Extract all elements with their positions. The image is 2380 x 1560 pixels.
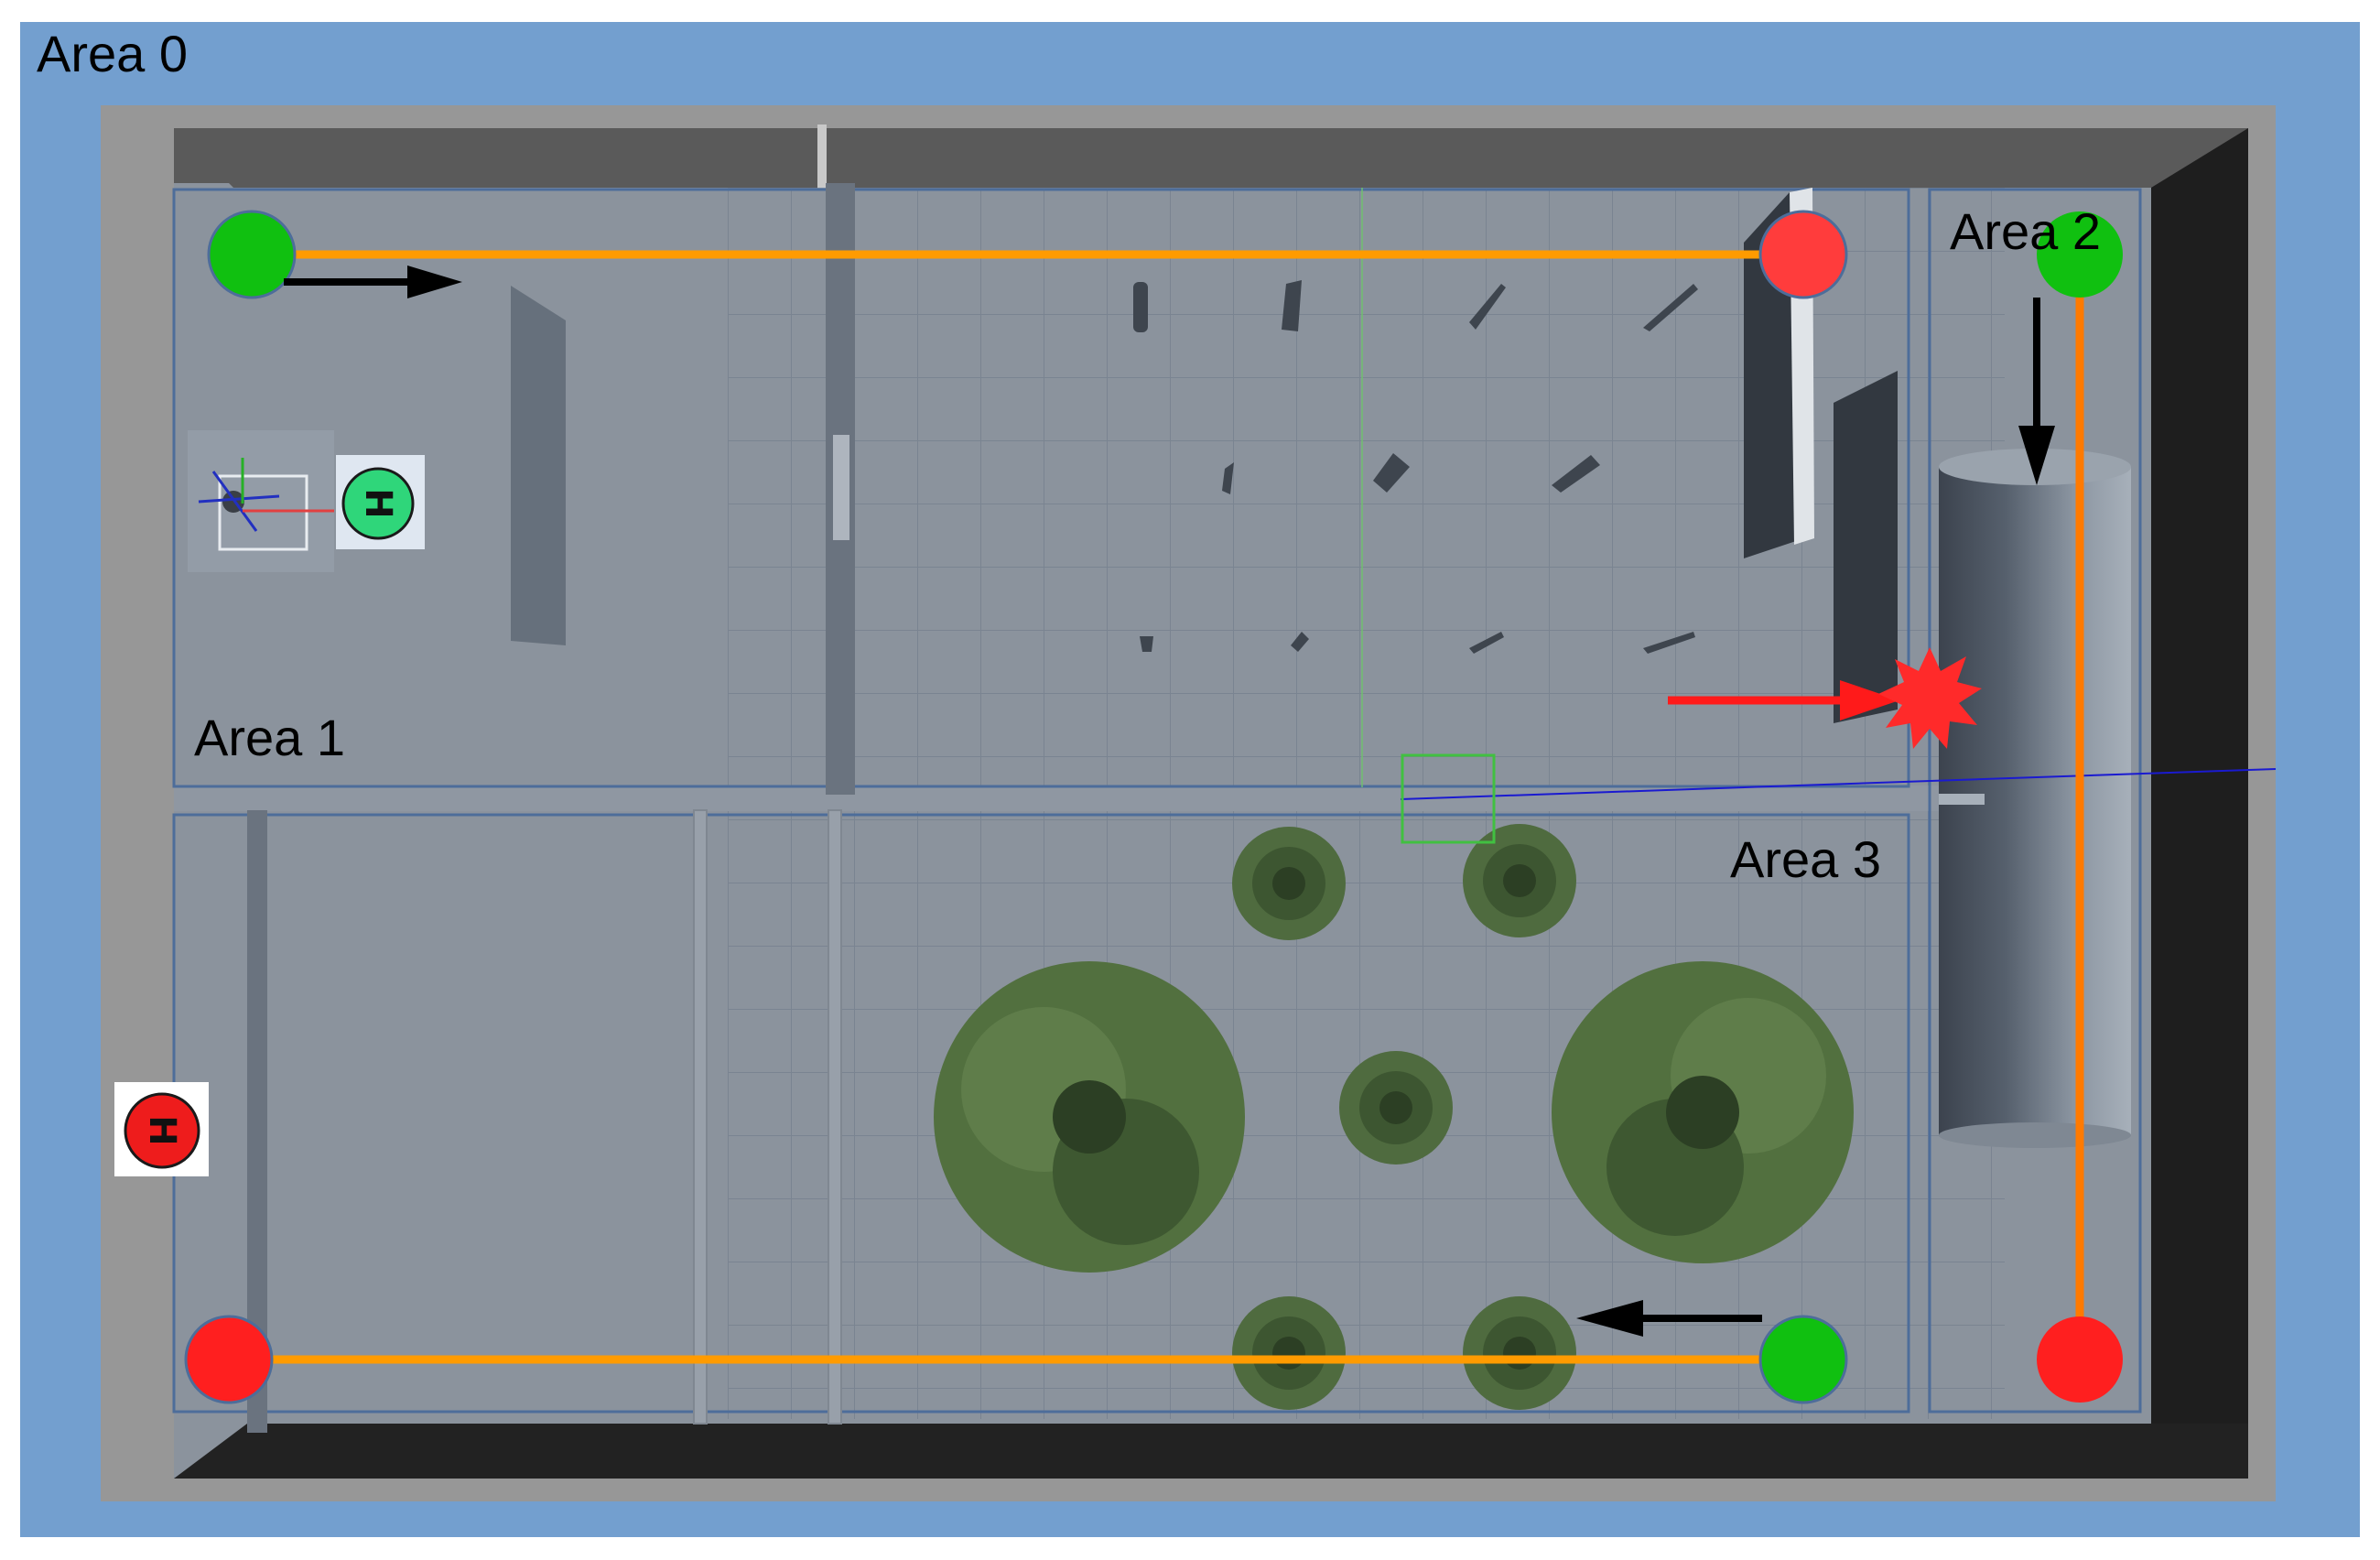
start-marker-area-2: [2037, 211, 2123, 298]
fence-2: [828, 809, 842, 1425]
pole: [1643, 284, 1698, 331]
pole: [1469, 284, 1506, 330]
area-2-label: Area 2: [1950, 202, 2101, 260]
axis-line-blue: [1400, 768, 2277, 800]
wall-top-gap: [817, 125, 827, 189]
area-1-frame: [172, 188, 1910, 788]
pole: [1282, 280, 1302, 331]
pole: [1643, 632, 1695, 654]
arrow-icon: [284, 265, 462, 298]
wall-window: [833, 435, 849, 540]
fence-1: [693, 809, 708, 1425]
pole: [1469, 632, 1504, 654]
pole: [1222, 462, 1234, 494]
end-marker-area-1: [1758, 210, 1848, 299]
wall-bottom: [174, 1424, 2248, 1479]
tree-small: [1463, 1296, 1576, 1410]
collision-arrow: [1668, 680, 1899, 720]
obstacle-wall-right-2: [1834, 371, 1898, 723]
end-marker-area-2: [2037, 1316, 2123, 1403]
drone-icon: [188, 430, 334, 572]
tree-small: [1463, 824, 1576, 937]
helipad-glyph: H: [357, 488, 399, 518]
helipad-start: H: [336, 455, 425, 549]
end-marker-area-3: [184, 1315, 274, 1404]
interior-wall-area3: [247, 810, 267, 1433]
obstacle-wall-left: [511, 286, 566, 645]
wall-right: [2151, 128, 2248, 1479]
tree-small: [1339, 1051, 1453, 1165]
area-1-label: Area 1: [194, 709, 345, 766]
cylinder-obstacle: [1939, 449, 2131, 1148]
area-3-label: Area 3: [1730, 830, 1881, 888]
pole-obstacles: [1133, 280, 1698, 654]
arrow-icon: [2018, 298, 2055, 485]
area-0-label: Area 0: [37, 25, 188, 82]
tree-large: [934, 961, 1245, 1273]
explosion-icon: [1878, 647, 1982, 749]
wall-top-left: [174, 128, 819, 188]
target-box: [1401, 753, 1496, 844]
pole: [1140, 636, 1153, 652]
area-2-frame: [1928, 188, 2142, 1414]
start-marker-area-3: [1758, 1315, 1848, 1404]
trees: [934, 824, 1854, 1410]
tree-small: [1232, 1296, 1346, 1410]
helipad-glyph: H: [141, 1115, 183, 1145]
tree-small: [1232, 827, 1346, 940]
pole: [1373, 453, 1410, 493]
arrow-icon: [1576, 1300, 1762, 1337]
pole: [1133, 282, 1148, 332]
pole: [1291, 632, 1309, 652]
pole: [1552, 455, 1600, 493]
area-divider: [174, 785, 2032, 811]
tree-large: [1552, 961, 1854, 1263]
helipad-end: H: [114, 1082, 209, 1176]
start-marker-area-1: [207, 210, 297, 299]
